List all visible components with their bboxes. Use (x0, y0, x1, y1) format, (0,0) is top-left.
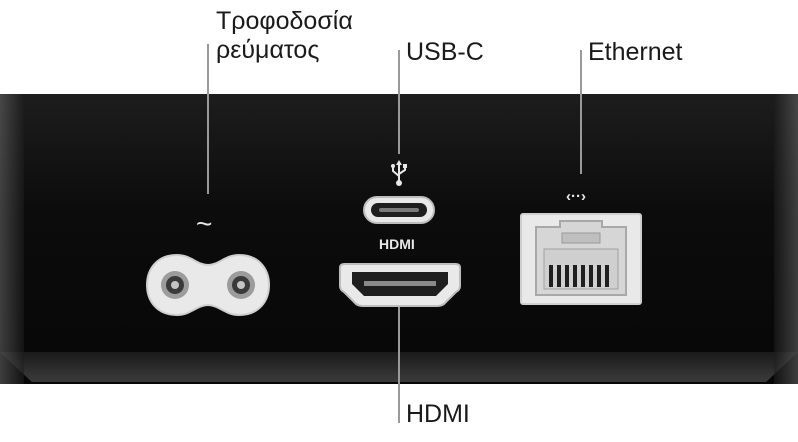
ethernet-port (520, 213, 642, 305)
usbc-leader-line (398, 50, 400, 154)
ac-power-symbol-icon: ~ (196, 208, 213, 239)
usbc-callout: USB-C (406, 38, 484, 66)
power-callout-line2: ρεύματος (216, 36, 320, 64)
usb-symbol-icon (391, 160, 407, 186)
ethernet-callout: Ethernet (588, 38, 683, 66)
device-right-edge (774, 94, 798, 384)
hdmi-port (339, 263, 461, 307)
device-left-edge (0, 94, 24, 384)
power-callout-line1: Τροφοδοσία (216, 7, 353, 35)
hdmi-port-label: HDMI (379, 236, 415, 252)
hdmi-leader-line (398, 305, 400, 423)
power-leader-line (207, 44, 209, 194)
ethernet-symbol-icon: ‹··› (566, 188, 586, 205)
hdmi-callout: HDMI (406, 400, 470, 428)
ethernet-leader-line (580, 50, 582, 174)
power-port (145, 253, 271, 317)
usbc-port (363, 196, 435, 224)
